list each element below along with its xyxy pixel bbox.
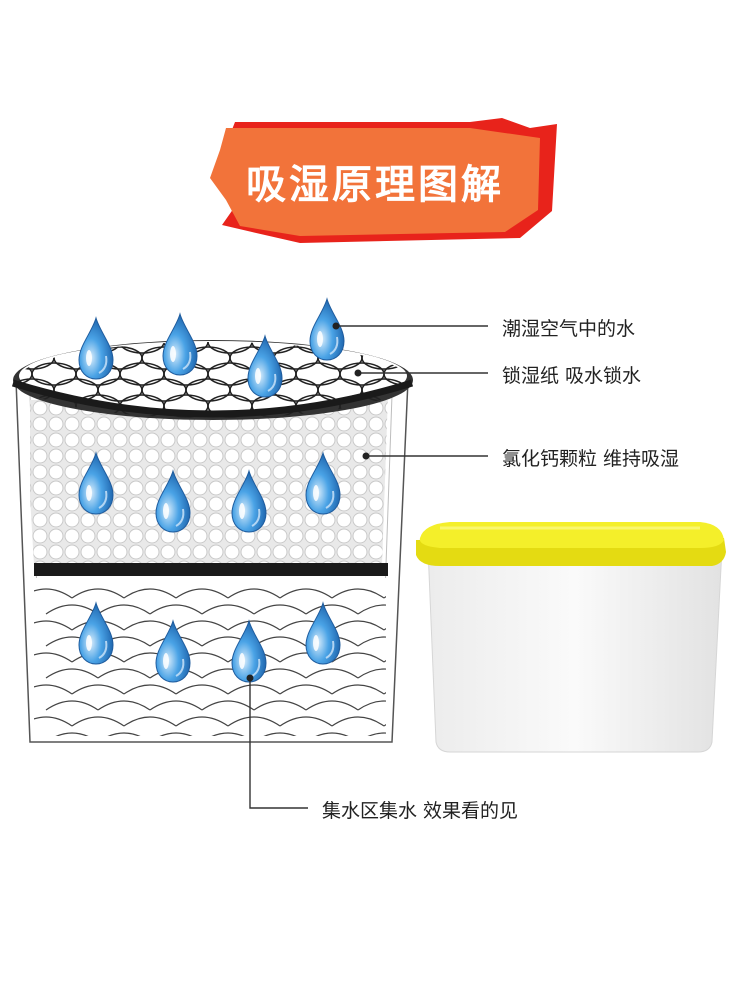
water-drop-icon [305, 601, 341, 665]
water-drops [78, 297, 345, 683]
label-calcium-chloride: 氯化钙颗粒 维持吸湿 [502, 448, 680, 470]
water-drop-icon [309, 297, 345, 361]
water-drop-icon [247, 334, 283, 398]
title-banner [210, 118, 557, 243]
water-drop-icon [78, 601, 114, 665]
water-drop-icon [155, 469, 191, 533]
water-drop-icon [162, 312, 198, 376]
water-drop-icon [78, 316, 114, 380]
divider-plate [34, 563, 388, 576]
water-drop-icon [305, 451, 341, 515]
leader-lines [246, 322, 488, 809]
water-drop-icon [231, 469, 267, 533]
water-drop-icon [78, 451, 114, 515]
water-drop-icon [155, 619, 191, 683]
product-lid [416, 522, 726, 566]
leader-line-collection [249, 678, 308, 809]
banner-orange-layer [210, 128, 540, 236]
label-humid-air: 潮湿空气中的水 [502, 318, 636, 340]
label-lock-paper: 锁湿纸 吸水锁水 [502, 365, 642, 387]
water-drop-icon [231, 619, 267, 683]
page-title: 吸湿原理图解 [246, 162, 504, 208]
product-box [416, 522, 726, 753]
calcium-chloride-granules [30, 400, 388, 565]
label-collection-area: 集水区集水 效果看的见 [322, 800, 519, 822]
container-cross-section [11, 340, 414, 743]
water-collection-area [34, 578, 386, 736]
